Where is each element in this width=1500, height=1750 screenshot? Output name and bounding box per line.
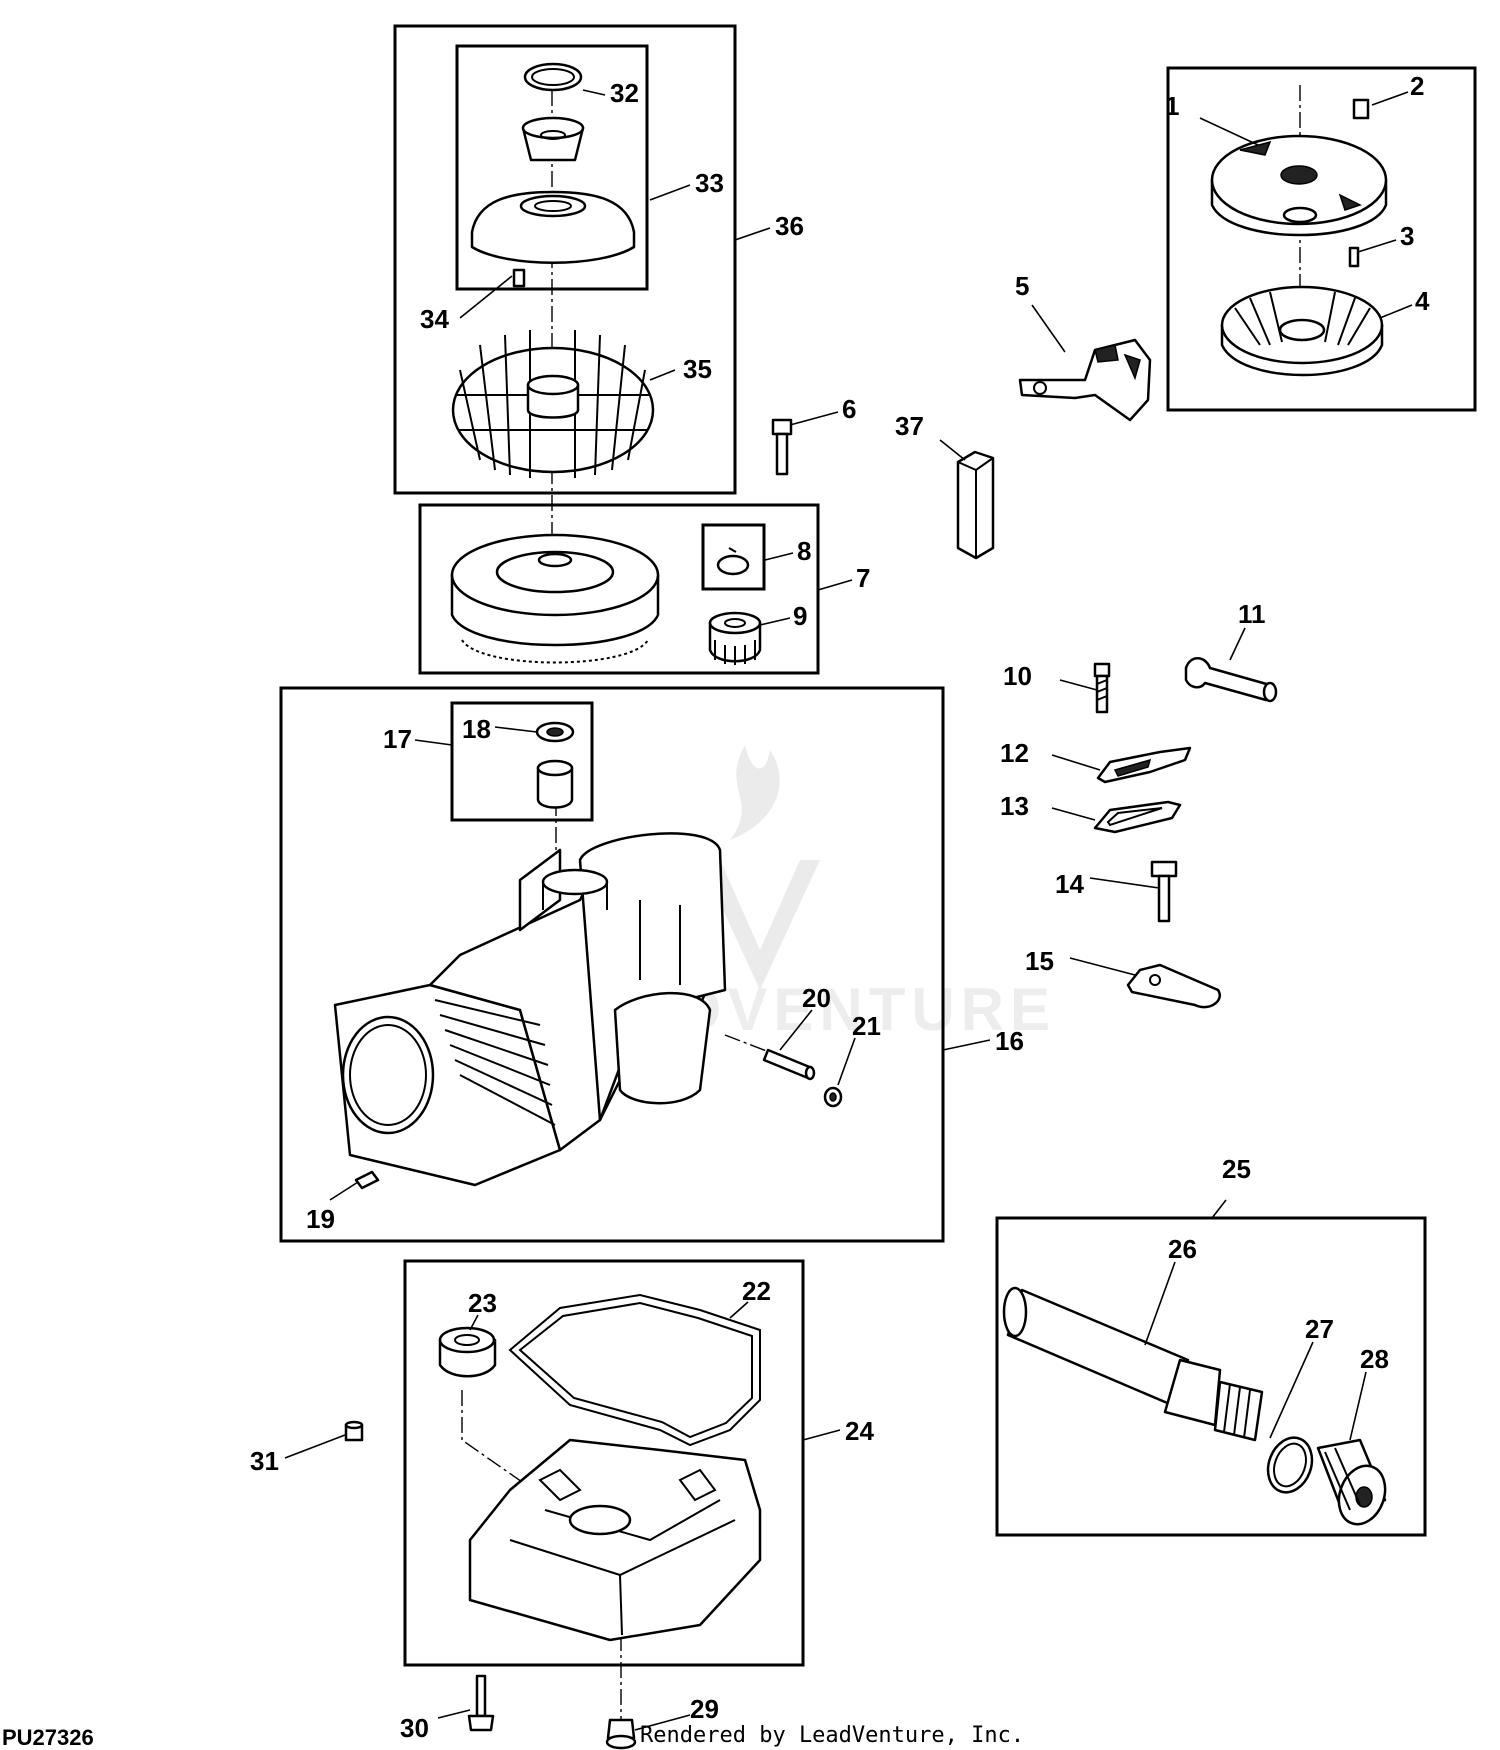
callout-5: 5	[1015, 271, 1029, 301]
callout-14: 14	[1055, 869, 1084, 899]
gasket-22	[508, 1293, 761, 1447]
seal-18	[535, 721, 575, 743]
callout-37: 37	[895, 411, 924, 441]
callout-6: 6	[842, 394, 856, 424]
gear-9	[708, 611, 762, 665]
callout-20: 20	[802, 983, 831, 1013]
tube-26	[1002, 1286, 1264, 1442]
box-24	[403, 1259, 805, 1667]
credit-text: Rendered by LeadVenture, Inc.	[640, 1723, 1024, 1748]
block-37	[956, 450, 995, 560]
screw-34	[512, 268, 526, 288]
o-ring-27	[1266, 1436, 1314, 1494]
box-7	[418, 503, 820, 675]
bolt-10	[1093, 662, 1111, 714]
drain-plug-29	[605, 1718, 637, 1750]
callout-30: 30	[400, 1713, 429, 1743]
callout-36: 36	[775, 211, 804, 241]
callout-22: 22	[742, 1276, 771, 1306]
box-1-4	[1166, 66, 1477, 412]
callout-33: 33	[695, 168, 724, 198]
ring-32	[523, 62, 583, 92]
bolt-14	[1150, 860, 1178, 923]
callout-15: 15	[1025, 946, 1054, 976]
leader-lines	[284, 89, 1413, 1731]
cap-28	[1316, 1438, 1387, 1526]
box-16	[279, 686, 945, 1243]
callouts: 1 2 3 4 5 6 7 8 9 10 11 12 13 14 15 16 1…	[250, 71, 1430, 1743]
flywheel-fan-4	[1220, 285, 1384, 377]
nut-21	[823, 1086, 843, 1108]
callout-7: 7	[856, 563, 870, 593]
callout-17: 17	[383, 724, 412, 754]
callout-35: 35	[683, 354, 712, 384]
screw-2	[1352, 98, 1370, 120]
callout-21: 21	[852, 1011, 881, 1041]
callout-11: 11	[1238, 599, 1266, 629]
callout-3: 3	[1400, 221, 1414, 251]
pin-19	[354, 1170, 380, 1190]
callout-26: 26	[1168, 1234, 1197, 1264]
box-17	[450, 701, 594, 822]
callout-18: 18	[462, 714, 491, 744]
callout-31: 31	[250, 1446, 279, 1476]
sump-24	[468, 1438, 762, 1642]
box-8	[701, 523, 766, 591]
callout-4: 4	[1415, 286, 1430, 316]
gasket-13	[1093, 800, 1182, 834]
shaft-20	[762, 1048, 816, 1081]
callout-28: 28	[1360, 1344, 1389, 1374]
plate-15	[1126, 963, 1221, 1009]
callout-19: 19	[306, 1204, 335, 1234]
seal-23	[438, 1326, 497, 1378]
callout-2: 2	[1410, 71, 1424, 101]
callout-10: 10	[1003, 661, 1032, 691]
cylinder-block-16	[333, 832, 727, 1187]
cup-33	[470, 116, 636, 264]
bolt-6	[771, 418, 793, 476]
callout-1: 1	[1165, 91, 1179, 121]
callout-34: 34	[420, 304, 449, 334]
key-8	[716, 547, 750, 576]
figure-id: PU27326	[2, 1725, 94, 1750]
callout-32: 32	[610, 78, 639, 108]
callout-8: 8	[797, 536, 811, 566]
callout-29: 29	[690, 1694, 719, 1724]
bolt-30	[467, 1674, 495, 1732]
callout-13: 13	[1000, 791, 1029, 821]
callout-9: 9	[793, 601, 807, 631]
bushing-17	[536, 759, 574, 809]
screw-3	[1348, 246, 1360, 268]
tube-11	[1184, 657, 1278, 703]
box-36	[393, 24, 737, 495]
flywheel-assembly-7	[450, 533, 660, 664]
callout-16: 16	[995, 1026, 1024, 1056]
box-25	[995, 1216, 1427, 1537]
plate-12	[1096, 746, 1192, 784]
callout-27: 27	[1305, 1314, 1334, 1344]
callout-23: 23	[468, 1288, 497, 1318]
fan-35	[451, 330, 655, 478]
flywheel-screen-1	[1210, 134, 1388, 237]
governor-bracket-5	[1018, 338, 1152, 422]
callout-24: 24	[845, 1416, 874, 1446]
callout-25: 25	[1222, 1154, 1251, 1184]
callout-12: 12	[1000, 738, 1029, 768]
plug-31	[344, 1420, 364, 1442]
